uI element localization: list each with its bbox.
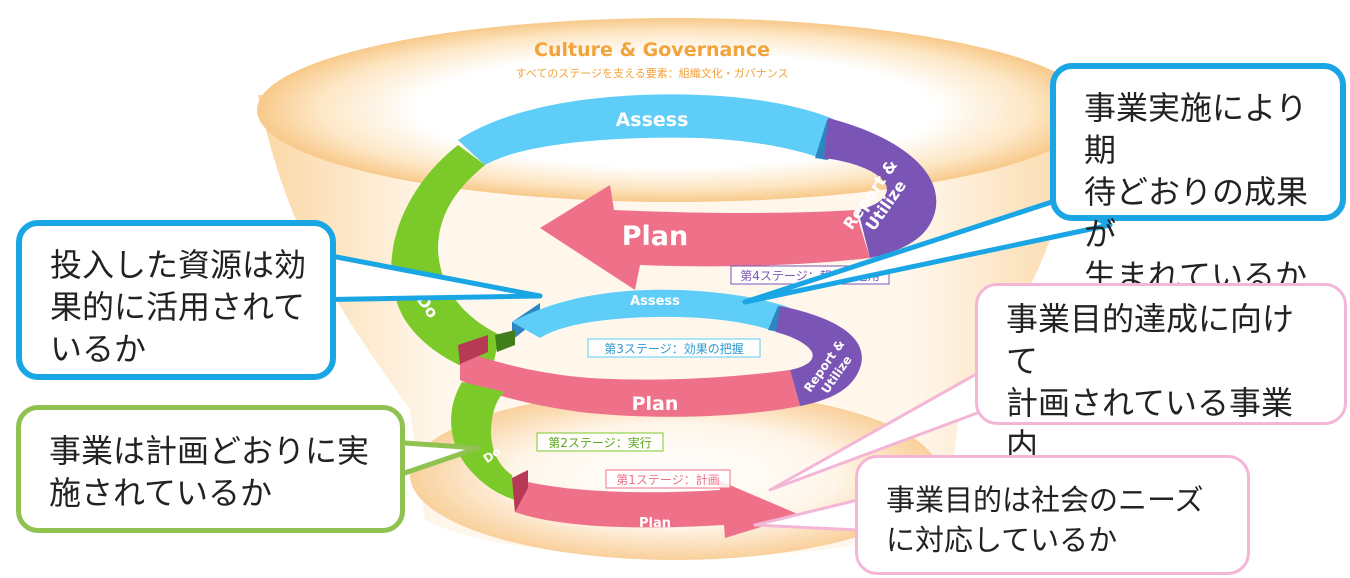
cycle-top-plan-label: Plan — [622, 221, 689, 252]
cycle-mid-plan-arrow — [460, 350, 800, 417]
cycle-mid-assess-label: Assess — [630, 294, 680, 309]
governance-subtitle: すべてのステージを支える要素：組織文化・ガバナンス — [515, 66, 788, 80]
callout-pointers — [297, 197, 1113, 532]
cycle-top-plan-arrow — [540, 185, 870, 290]
callout-execution: 事業は計画どおりに実 施されているか — [16, 405, 405, 533]
callout-outcome: 事業実施により期 待どおりの成果が 生まれているか — [1050, 63, 1346, 295]
cycle-bottom-plan-arrow — [512, 478, 800, 538]
cycle-top-assess-label: Assess — [616, 109, 689, 131]
stage3-label: 第3ステージ：効果の把握 — [604, 341, 743, 356]
callout-content: 事業目的達成に向けて 計画されている事業内 容は適切か — [975, 283, 1347, 506]
callout-needs: 事業目的は社会のニーズ に対応しているか — [855, 455, 1250, 575]
callout-needs-text: 事業目的は社会のニーズ に対応しているか — [886, 483, 1204, 557]
callout-outcome-text: 事業実施により期 待どおりの成果が 生まれているか — [1084, 89, 1309, 295]
cycle-middle: Assess Plan Report & Utilize — [458, 289, 862, 417]
cycle-top-assess-arrow — [458, 94, 840, 165]
cycle-bottom: Do Plan — [451, 382, 800, 538]
cycle-bottom-plan-label: Plan — [639, 516, 671, 531]
callout-resources-text: 投入した資源は効 果的に活用されて いるか — [50, 246, 307, 368]
cycle-top: Assess Plan Report & Utilize Do — [391, 94, 937, 378]
cycle-mid-plan-label: Plan — [632, 393, 679, 415]
cycle-bottom-do-arrow — [451, 382, 515, 500]
cycle-top-report-arrow — [824, 118, 937, 258]
cycle-top-do-arrow — [391, 145, 500, 378]
cycle-mid-assess-arrow — [512, 289, 790, 338]
callout-resources: 投入した資源は効 果的に活用されて いるか — [16, 220, 336, 380]
cycle-mid-report-arrow — [776, 306, 862, 406]
governance-title: Culture & Governance — [534, 39, 770, 61]
callout-execution-text: 事業は計画どおりに実 施されているか — [49, 432, 370, 512]
stage2-label: 第2ステージ：実行 — [548, 435, 651, 450]
stage1-label: 第1ステージ：計画 — [616, 472, 719, 487]
